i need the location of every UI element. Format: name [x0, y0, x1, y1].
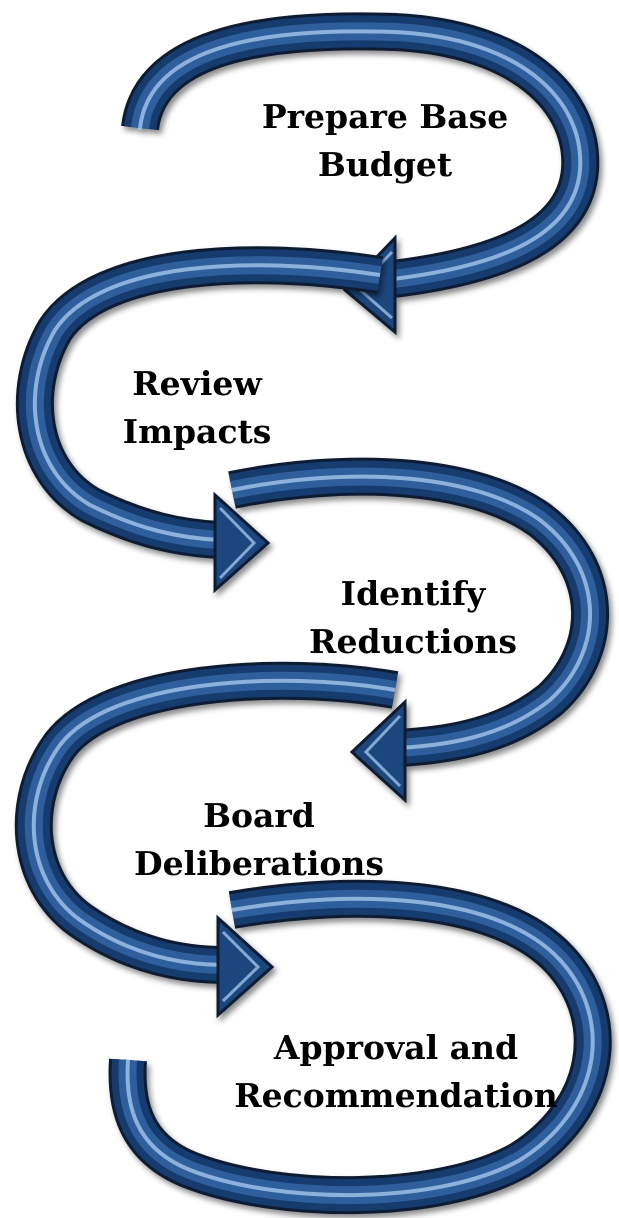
step-1-line-2: Budget — [317, 145, 453, 184]
arrowhead-3 — [349, 698, 407, 804]
arrowhead-2 — [213, 491, 271, 594]
step-1-line-1: Prepare Base — [261, 97, 509, 136]
step-4-line-2: Deliberations — [134, 844, 384, 883]
step-2-line-1: Review — [132, 364, 262, 403]
curved-arrow-review-impacts — [15, 246, 383, 594]
step-label-prepare-base-budget: Prepare Base Budget — [262, 93, 508, 189]
step-label-review-impacts: Review Impacts — [123, 360, 272, 456]
arrowhead-4 — [216, 914, 275, 1019]
step-3-line-2: Reductions — [309, 622, 517, 661]
curved-arrow-identify-reductions — [228, 457, 609, 804]
step-label-approval-recommendation: Approval and Recommendation — [234, 1024, 558, 1120]
step-label-board-deliberations: Board Deliberations — [134, 792, 384, 888]
step-2-line-2: Impacts — [122, 412, 272, 451]
step-5-line-2: Recommendation — [234, 1076, 558, 1115]
step-4-line-1: Board — [203, 796, 315, 835]
curved-arrow-approval-recommendation — [108, 879, 612, 1215]
step-label-identify-reductions: Identify Reductions — [309, 570, 517, 666]
curved-arrow-prepare-base-budget — [121, 12, 600, 336]
step-5-line-1: Approval and — [273, 1028, 519, 1067]
step-3-line-1: Identify — [340, 574, 486, 613]
curved-arrow-board-deliberations — [14, 661, 399, 1019]
